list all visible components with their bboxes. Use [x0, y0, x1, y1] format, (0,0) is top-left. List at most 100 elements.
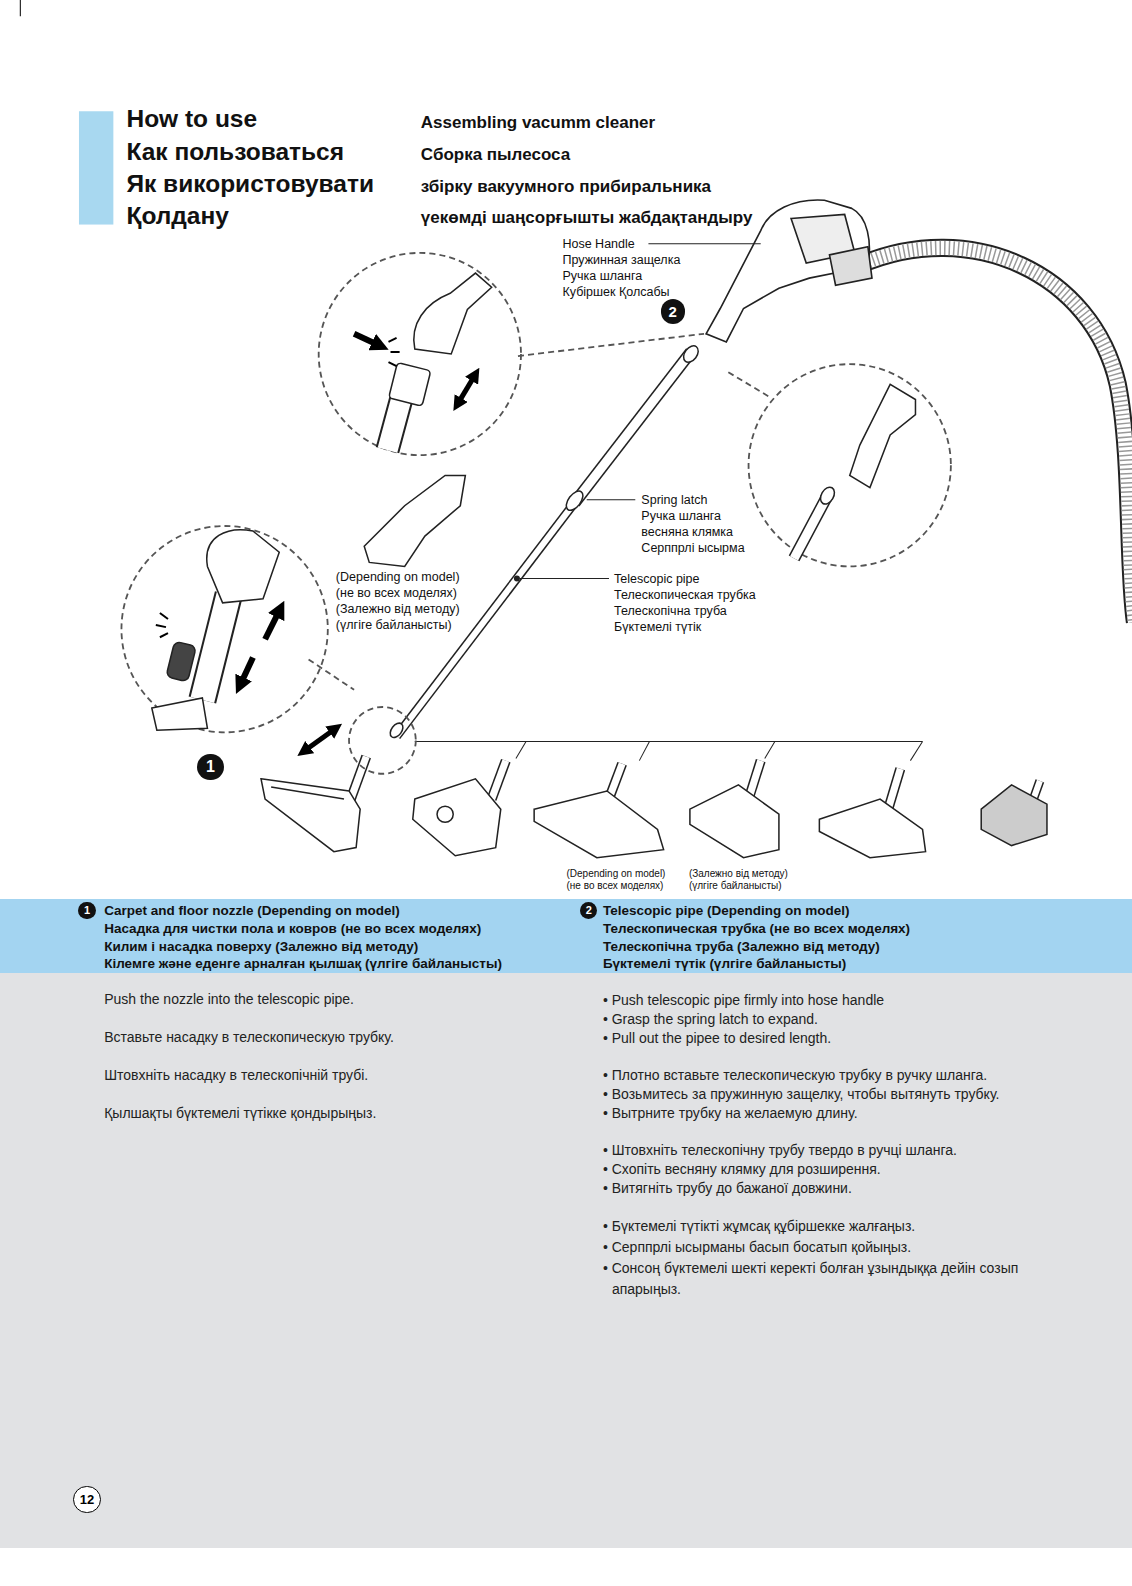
- detail-drawing-part: [202, 595, 228, 700]
- detail-circle-part: [309, 659, 355, 689]
- page-title: Қолдану: [126, 202, 228, 230]
- telescopic-pipe-part: [514, 576, 520, 582]
- callout-number: 1: [197, 754, 223, 780]
- part-label: Телескопічна труба: [614, 603, 727, 619]
- detail-circle-part: [121, 526, 327, 732]
- hose-handle-part: [829, 247, 871, 285]
- part-label: (Depending on model): [336, 569, 460, 585]
- nozzle-part: [350, 757, 366, 802]
- nozzle-part: [413, 779, 501, 856]
- nozzle-part: [492, 761, 506, 799]
- nozzle-bracket: [415, 741, 923, 760]
- telescopic-pipe-part: [575, 352, 691, 503]
- part-label: (не во всех моделях): [336, 585, 457, 601]
- part-label: Telescopic pipe: [614, 571, 699, 587]
- nozzle-part: [690, 785, 779, 858]
- nozzle-bracket-part: [910, 741, 922, 760]
- detail-drawing-part: [166, 641, 196, 682]
- nozzle-part: [271, 787, 344, 799]
- instruction-bullet: • Сонсоң бүктемелі шекті керекті болған …: [603, 1258, 1073, 1300]
- motion-arrow-part: [304, 728, 336, 751]
- detail-drawing-part: [207, 530, 279, 603]
- page-title: Як використовувати: [126, 170, 374, 198]
- section-marker: [79, 111, 113, 224]
- part-label: (Залежно від методу): [336, 601, 460, 617]
- crop-mark: [20, 0, 21, 16]
- instruction-bullet: • Витягніть трубу до бажаної довжини.: [603, 1179, 1073, 1198]
- instruction-bullet: • Pull out the pipee to desired length.: [603, 1029, 1073, 1048]
- click-mark-part: [388, 338, 396, 342]
- instruction-text: Push the nozzle into the telescopic pipe…: [104, 990, 544, 1009]
- section-subtitle: Сборка пылесоса: [421, 145, 570, 165]
- model-note: (не во всех моделях): [567, 880, 664, 892]
- nozzle-bracket-part: [415, 741, 923, 742]
- detail-drawing-part: [818, 485, 838, 507]
- detail-circle-part: [749, 364, 951, 566]
- section-heading: Телескопічна труба (Залежно від методу): [603, 938, 880, 955]
- motion-arrow-part: [265, 609, 280, 639]
- nozzle-part: [534, 791, 663, 858]
- part-label: Бүктемелі түтік: [614, 619, 701, 635]
- detail-drawing-part: [152, 698, 208, 730]
- click-mark-part: [156, 625, 166, 627]
- part-label: Телескопическая трубка: [614, 587, 756, 603]
- hose-part: [860, 248, 1132, 622]
- callout-text: 2: [586, 905, 592, 916]
- leader-line-part: [520, 578, 609, 579]
- detail-circle-part: [728, 372, 768, 396]
- callout-text: 1: [206, 759, 215, 775]
- detail-drawing-part: [389, 363, 431, 407]
- callout-number: 1: [78, 902, 95, 919]
- instruction-bullet: • Бүктемелі түтікті жұмсақ құбіршекке жа…: [603, 1216, 1073, 1237]
- detail-drawing-part: [414, 273, 492, 354]
- section-heading: Бүктемелі түтік (үлгіге байланысты): [603, 955, 846, 972]
- part-label: Серппрлі ысырма: [641, 540, 744, 556]
- detail-drawing-part: [794, 496, 827, 559]
- nozzle-part: [981, 785, 1047, 846]
- part-label: Ручка шланга: [641, 508, 721, 524]
- instruction-panel: Push the nozzle into the telescopic pipe…: [0, 973, 1132, 1548]
- nozzle-bracket-part: [639, 741, 649, 760]
- motion-arrow-part: [354, 334, 380, 346]
- text-column: Push the nozzle into the telescopic pipe…: [104, 990, 544, 1142]
- nozzle-part: [888, 769, 900, 809]
- detail-drawing-part: [202, 595, 228, 700]
- nozzle-part: [492, 761, 506, 799]
- section-heading: Telescopic pipe (Depending on model): [603, 902, 850, 919]
- instruction-bullet: • Схопіть весняну клямку для розширення.: [603, 1160, 1073, 1179]
- part-label: Кубіршек Қолсабы: [562, 284, 669, 300]
- telescopic-pipe-part: [388, 721, 406, 740]
- section-subtitle: Assembling vacumm cleaner: [421, 113, 655, 133]
- page-title: How to use: [126, 105, 257, 133]
- part-label: (үлгіге байланысты): [336, 617, 452, 633]
- nozzle-part: [350, 757, 366, 802]
- hose: [860, 248, 1132, 622]
- leader-line: [520, 244, 761, 579]
- nozzle-part: [261, 779, 360, 852]
- callout-number: 2: [580, 902, 597, 919]
- detail-circle: [121, 253, 950, 774]
- text-column: • Push telescopic pipe firmly into hose …: [603, 991, 1073, 1300]
- page-title: Как пользоваться: [126, 138, 344, 166]
- detail-drawing-part: [850, 384, 916, 487]
- instruction-text: Вставьте насадку в телескопическую трубк…: [104, 1028, 544, 1047]
- section-subtitle: збірку вакуумного прибиральника: [421, 177, 711, 197]
- hose-part: [860, 248, 1132, 622]
- section-heading: Кілемге және еденге арналған қылшақ (үлг…: [104, 955, 502, 972]
- click-mark-part: [160, 613, 168, 619]
- click-mark-part: [388, 362, 396, 366]
- click-mark-part: [391, 351, 400, 353]
- model-note: (Depending on model): [567, 868, 666, 880]
- leader-line-part: [587, 499, 636, 500]
- instruction-bullet: • Штовхніть телескопічну трубу твердо в …: [603, 1141, 1073, 1160]
- telescopic-pipe-part: [575, 352, 691, 503]
- instruction-bullet: • Вытрните трубку на желаемую длину.: [603, 1104, 1073, 1123]
- motion-arrow-part: [457, 374, 475, 404]
- part-label: Ручка шланга: [562, 268, 642, 284]
- detail-circle-part: [349, 707, 416, 774]
- section-subtitle: үекөмді шаңсорғышты жабдақтандыру: [421, 208, 753, 228]
- leader-line-part: [648, 243, 760, 244]
- callout-text: 2: [669, 304, 677, 319]
- nozzle-part: [819, 799, 925, 858]
- detail-circle-part: [319, 253, 521, 455]
